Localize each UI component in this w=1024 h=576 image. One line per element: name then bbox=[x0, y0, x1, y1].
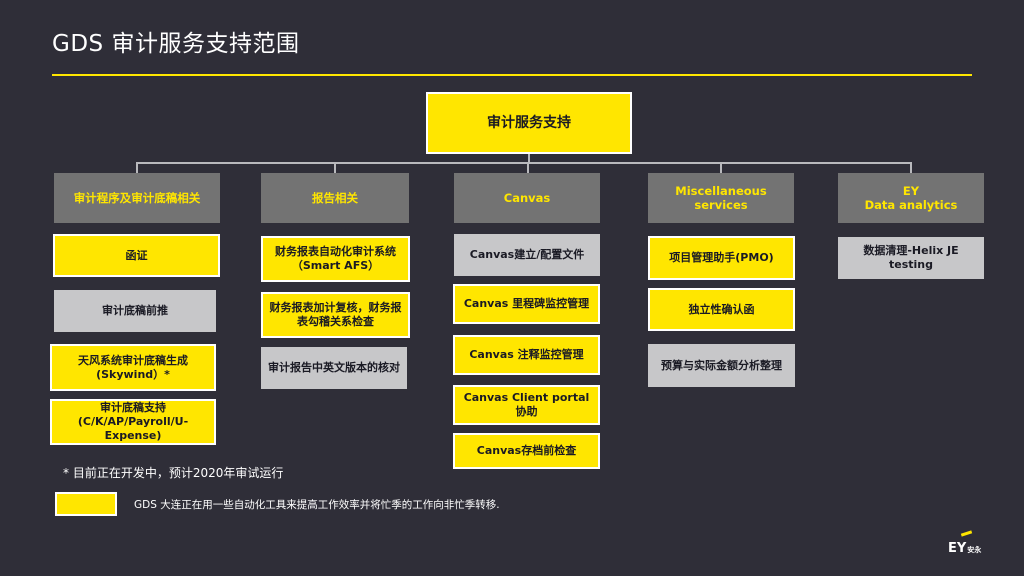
item-label: Canvas 里程碑监控管理 bbox=[463, 297, 590, 310]
item-label: 财务报表加计复核，财务报 bbox=[269, 301, 402, 314]
item-workpaper-rollforward: 审计底稿前推 bbox=[54, 290, 216, 332]
root-connector bbox=[528, 154, 530, 163]
legend-text: GDS 大连正在用一些自动化工具来提高工作效率并将忙季的工作向非忙季转移. bbox=[134, 499, 500, 511]
item-fs-casting-check: 财务报表加计复核，财务报 表勾稽关系检查 bbox=[261, 292, 410, 338]
horizontal-connector bbox=[136, 162, 912, 164]
branch-connector-2 bbox=[334, 162, 336, 173]
category-label: 报告相关 bbox=[312, 191, 358, 205]
item-independence-confirmation: 独立性确认函 bbox=[648, 288, 795, 331]
title-underline bbox=[52, 74, 972, 76]
category-reporting: 报告相关 bbox=[261, 173, 409, 223]
item-confirmation: 函证 bbox=[53, 234, 220, 277]
item-label: Canvas 注释监控管理 bbox=[469, 348, 584, 361]
category-label: Miscellaneous bbox=[675, 184, 767, 198]
item-label: Canvas存档前检查 bbox=[476, 444, 577, 457]
item-label: Canvas建立/配置文件 bbox=[469, 248, 585, 261]
root-node: 审计服务支持 bbox=[426, 92, 632, 154]
ey-logo: EY安永 bbox=[948, 530, 982, 556]
item-report-translation-check: 审计报告中英文版本的核对 bbox=[261, 347, 407, 389]
item-label: 审计底稿前推 bbox=[102, 304, 168, 317]
item-label: 项目管理助手(PMO) bbox=[669, 251, 774, 264]
item-canvas-setup: Canvas建立/配置文件 bbox=[454, 234, 600, 276]
item-budget-analysis: 预算与实际金额分析整理 bbox=[648, 344, 795, 387]
footnote: * 目前正在开发中，预计2020年审试运行 bbox=[63, 466, 284, 480]
category-label: Data analytics bbox=[864, 198, 958, 212]
category-canvas: Canvas bbox=[454, 173, 600, 223]
item-pmo: 项目管理助手(PMO) bbox=[648, 236, 795, 280]
page-title: GDS 审计服务支持范围 bbox=[52, 31, 300, 57]
item-helix-je-testing: 数据清理-Helix JE testing bbox=[838, 237, 984, 279]
category-miscellaneous: Miscellaneous services bbox=[648, 173, 794, 223]
item-label: 独立性确认函 bbox=[688, 302, 755, 316]
item-smart-afs: 财务报表自动化审计系统 （Smart AFS） bbox=[261, 236, 410, 282]
item-label: 函证 bbox=[125, 248, 148, 262]
item-label: 预算与实际金额分析整理 bbox=[661, 358, 782, 372]
logo-beam-icon bbox=[960, 530, 973, 537]
item-label: 财务报表自动化审计系统 bbox=[275, 245, 396, 258]
item-label: (Skywind）* bbox=[96, 367, 170, 381]
item-label: Canvas Client portal协助 bbox=[463, 391, 590, 418]
item-label: 数据清理-Helix JE testing bbox=[863, 244, 959, 271]
category-data-analytics: EY Data analytics bbox=[838, 173, 984, 223]
item-workpaper-support: 审计底稿支持 (C/K/AP/Payroll/U-Expense) bbox=[50, 399, 216, 445]
category-label: Canvas bbox=[503, 191, 551, 205]
legend-swatch bbox=[55, 492, 117, 516]
branch-connector-5 bbox=[910, 162, 912, 173]
logo-cn-text: 安永 bbox=[967, 546, 982, 554]
item-canvas-notes: Canvas 注释监控管理 bbox=[453, 335, 600, 375]
logo-text: EY bbox=[948, 541, 967, 556]
category-label: 审计程序及审计底稿相关 bbox=[73, 191, 201, 205]
item-label: （Smart AFS） bbox=[291, 259, 380, 272]
branch-connector-3 bbox=[527, 162, 529, 173]
item-canvas-client-portal: Canvas Client portal协助 bbox=[453, 385, 600, 425]
item-skywind: 天风系统审计底稿生成 (Skywind）* bbox=[50, 344, 216, 391]
branch-connector-1 bbox=[136, 162, 138, 173]
item-label: 审计报告中英文版本的核对 bbox=[268, 361, 400, 374]
item-label: 天风系统审计底稿生成 bbox=[78, 353, 188, 367]
item-label: 审计底稿支持 bbox=[100, 401, 166, 414]
item-label: (C/K/AP/Payroll/U-Expense) bbox=[77, 415, 189, 442]
branch-connector-4 bbox=[720, 162, 722, 173]
item-canvas-milestone: Canvas 里程碑监控管理 bbox=[453, 284, 600, 324]
category-label: services bbox=[694, 198, 748, 212]
item-canvas-archive-check: Canvas存档前检查 bbox=[453, 433, 600, 469]
category-label: EY bbox=[902, 184, 920, 198]
category-audit-procedures: 审计程序及审计底稿相关 bbox=[54, 173, 220, 223]
item-label: 表勾稽关系检查 bbox=[297, 315, 374, 328]
